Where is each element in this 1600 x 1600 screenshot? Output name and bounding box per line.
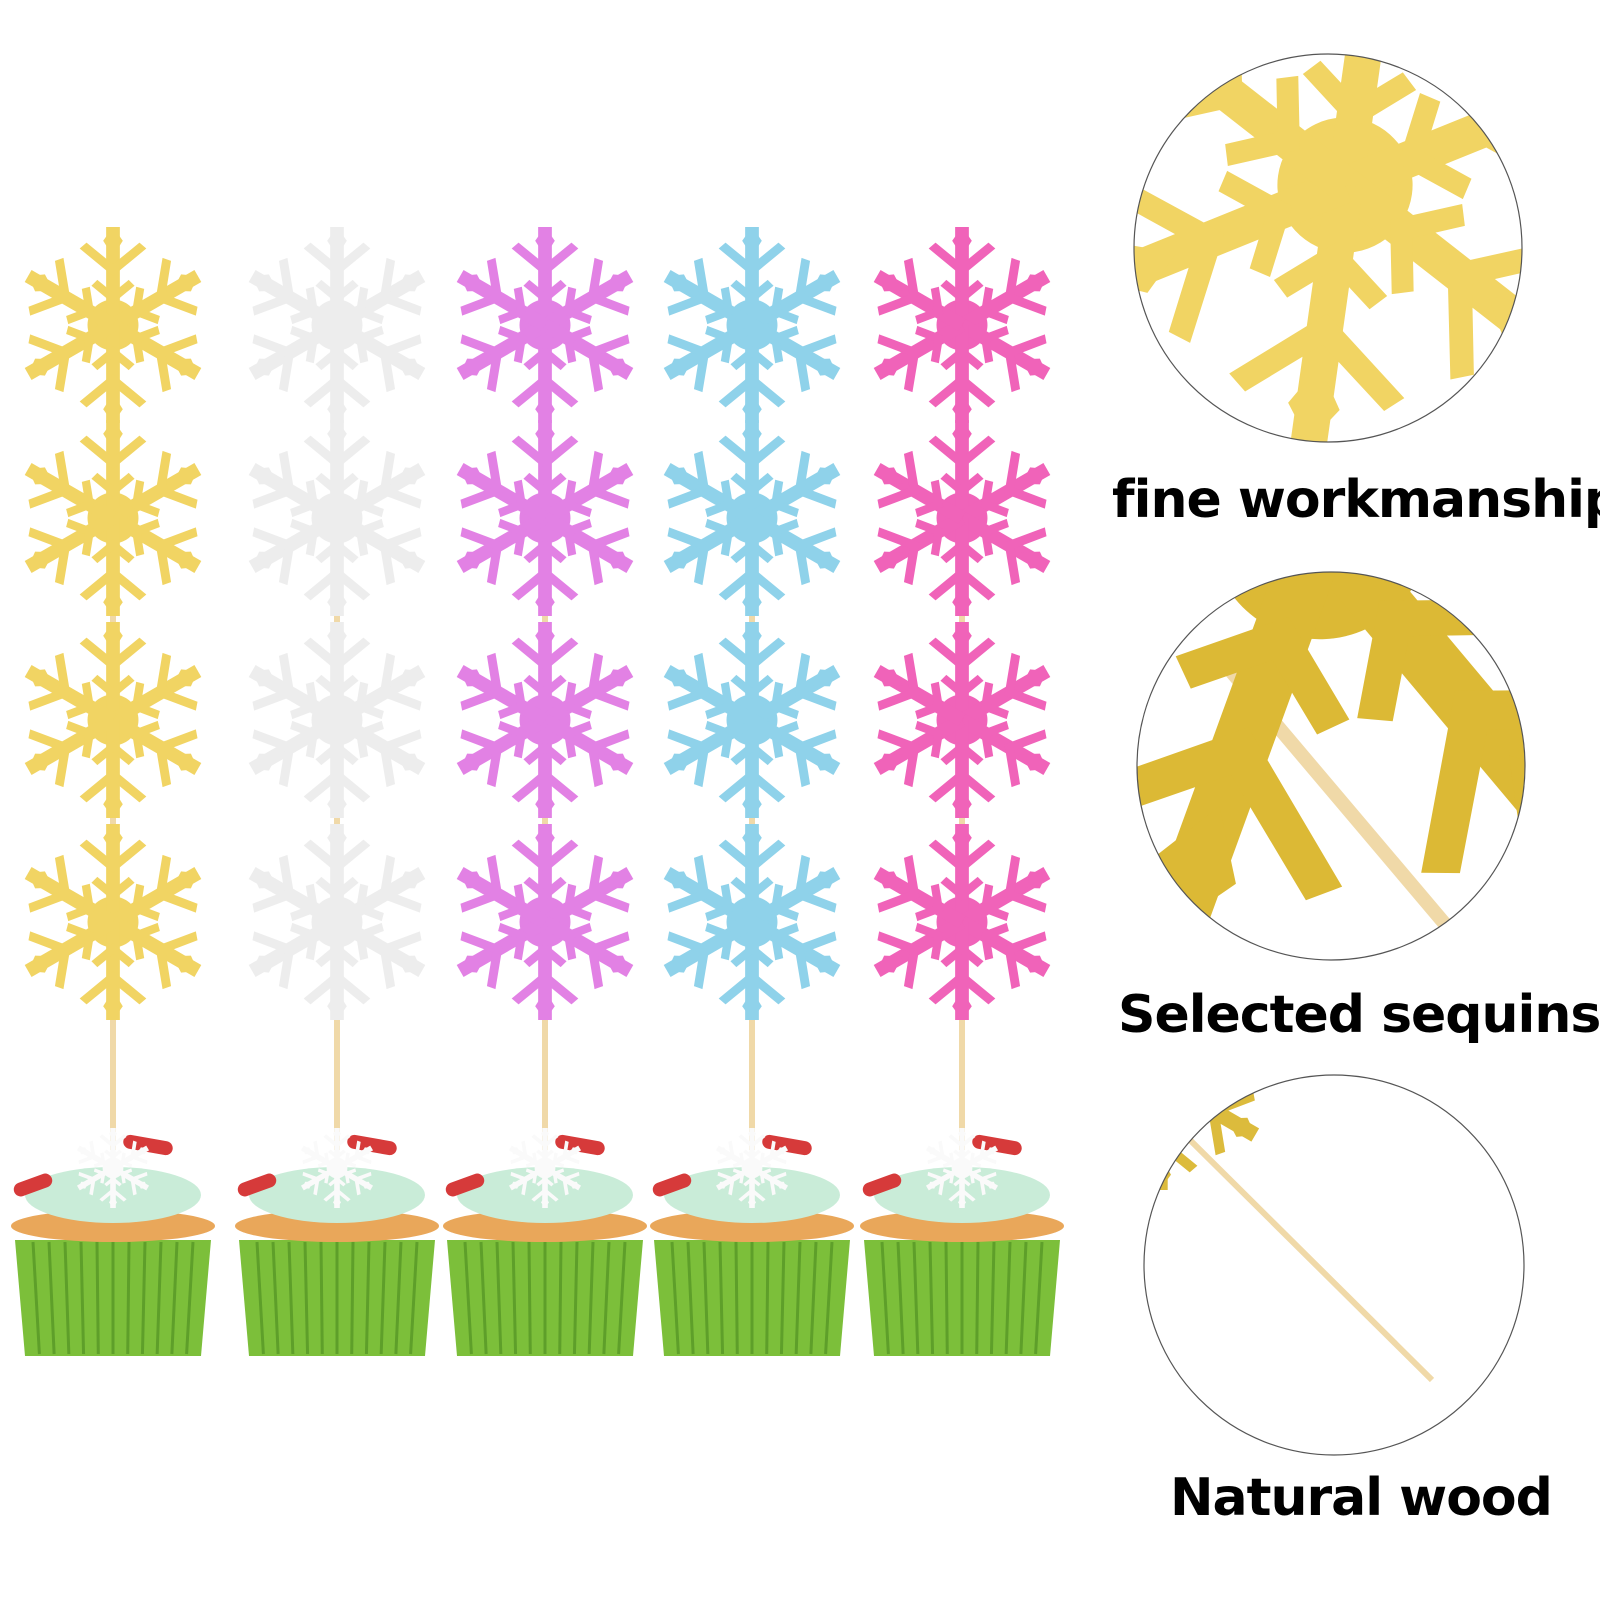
candy-cane [13,1173,53,1197]
cupcake [235,1128,439,1356]
candy-cane [237,1173,277,1197]
cupcake [860,1128,1064,1356]
closeup-sequins [1136,571,1526,961]
candy-cane [652,1173,692,1197]
snowflake-topper [650,824,853,1020]
snowflake-topper [11,420,214,616]
feature-label-workmanship: fine workmanship [1112,470,1600,530]
candy-cane [347,1134,397,1156]
cake-top [860,1210,1064,1242]
cupcake [11,1128,215,1356]
snowflake-topper [650,420,853,616]
cake-top [11,1210,215,1242]
cupcake-topper-column [650,227,854,1356]
snowflake-topper [235,420,438,616]
feature-label-sequins: Selected sequins [1118,985,1600,1045]
cupcake [650,1128,854,1356]
snowflake-topper [11,622,214,818]
cake-top [443,1210,647,1242]
snowflake-topper [235,824,438,1020]
snowflake-topper [650,622,853,818]
snowflake-topper [443,420,646,616]
closeup-workmanship [1133,53,1523,443]
snowflake-topper [443,824,646,1020]
candy-cane [123,1134,173,1156]
candy-cane [862,1173,902,1197]
cupcake-topper-column [235,227,439,1356]
snowflake-topper [235,622,438,818]
snowflake-topper [650,227,853,423]
cupcake-topper-column [11,227,215,1356]
cupcake-topper-column [443,227,647,1356]
snowflake-topper [443,622,646,818]
snowflake-topper [860,824,1063,1020]
snowflake-topper [860,227,1063,423]
cake-top [235,1210,439,1242]
snowflake-topper [860,622,1063,818]
feature-label-wood: Natural wood [1170,1468,1553,1528]
snowflake-topper [11,227,214,423]
candy-cane [555,1134,605,1156]
candy-cane [445,1173,485,1197]
cupcake [443,1128,647,1356]
candy-cane [762,1134,812,1156]
snowflake-topper [860,420,1063,616]
cake-top [650,1210,854,1242]
closeup-wood [1143,1074,1525,1456]
cupcake-topper-column [860,227,1064,1356]
candy-cane [972,1134,1022,1156]
snowflake-topper [235,227,438,423]
snowflake-topper [11,824,214,1020]
snowflake-topper [443,227,646,423]
